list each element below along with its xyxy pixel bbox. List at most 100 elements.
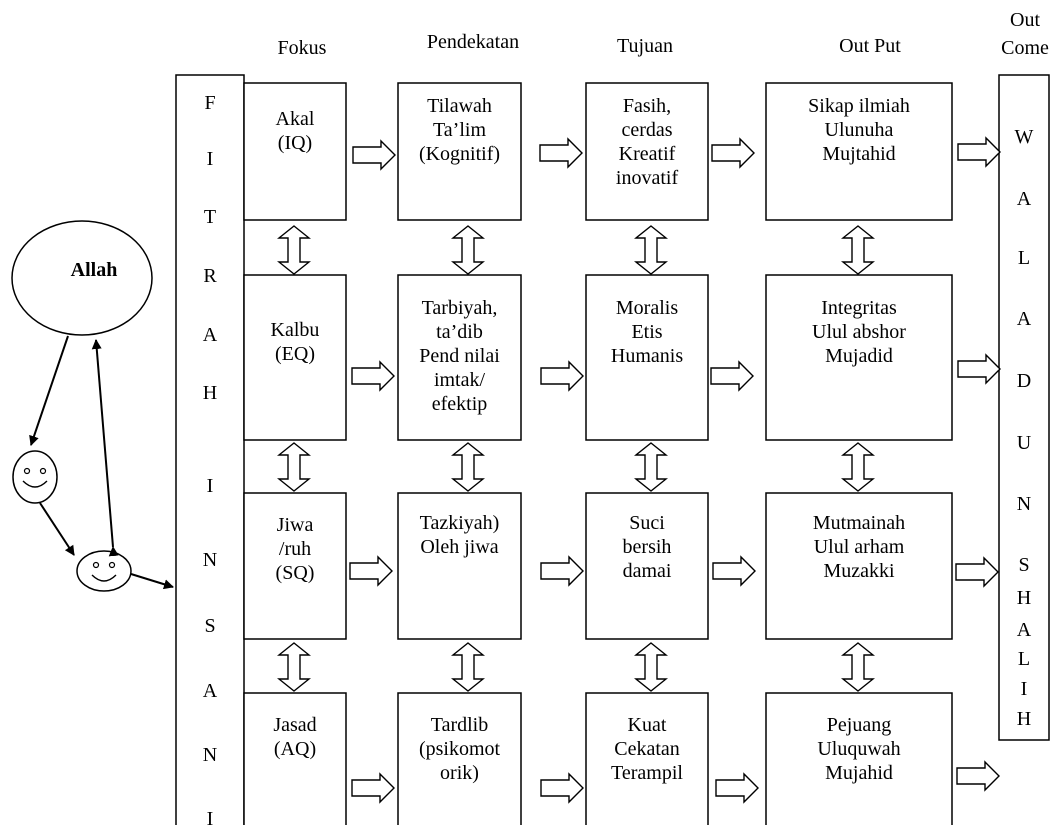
walad-letter: H: [1016, 708, 1032, 730]
box-pendekatan-row1: [397, 82, 522, 221]
box-pendekatan-row3-line: Oleh jiwa: [420, 536, 499, 558]
box-output-row4-line: Mujahid: [825, 762, 893, 784]
smiley-right-face: [76, 550, 132, 592]
box-output-row2: [765, 274, 953, 441]
box-tujuan-row2: [585, 274, 709, 441]
box-fokus-row3-line: Jiwa: [276, 514, 314, 536]
box-tujuan-row4-line: Cekatan: [614, 738, 680, 760]
header-outcome-line2: Come: [1001, 37, 1049, 59]
updown-arrow: [841, 225, 875, 275]
box-tujuan-row1-line: Kreatif: [618, 143, 676, 165]
box-pendekatan-row4-line: (psikomot: [418, 738, 501, 760]
box-fokus-row2-line: (EQ): [275, 343, 315, 365]
box-tujuan-row4: [585, 692, 709, 825]
walad-letter: A: [1016, 308, 1032, 330]
box-fokus-row2: [243, 274, 347, 441]
box-tujuan-row2-line: Etis: [631, 321, 663, 343]
right-arrow: [712, 555, 756, 587]
right-arrow: [540, 555, 584, 587]
walad-letter: I: [1020, 678, 1028, 700]
updown-arrow: [451, 225, 485, 275]
box-output-row1: [765, 82, 953, 221]
right-arrow: [351, 360, 395, 392]
right-arrow: [351, 772, 395, 804]
walad-letter: U: [1016, 432, 1032, 454]
right-arrow: [539, 137, 583, 169]
fitrah-letter: A: [202, 680, 218, 702]
smiley-right-mouth: [91, 574, 117, 582]
box-output-row4: [765, 692, 953, 825]
box-pendekatan-row1-line: Tilawah: [427, 95, 492, 117]
box-tujuan-row2-line: Moralis: [615, 297, 679, 319]
walad-letter: S: [1018, 554, 1030, 576]
header-tujuan: Tujuan: [617, 35, 673, 57]
allah-label: Allah: [70, 259, 118, 281]
box-fokus-row3-line: /ruh: [278, 538, 312, 560]
allah-ellipse: [11, 220, 153, 336]
smiley-right-eye-left: [92, 561, 100, 569]
box-tujuan-row1-line: inovatif: [615, 167, 679, 189]
box-pendekatan-row3-line: Tazkiyah): [419, 512, 500, 534]
updown-arrow: [841, 642, 875, 692]
box-pendekatan-row2-line: Pend nilai: [419, 345, 500, 367]
box-tujuan-row4-line: Kuat: [627, 714, 667, 736]
box-pendekatan-row4-line: orik): [440, 762, 479, 784]
right-arrow: [957, 136, 1001, 168]
box-pendekatan-row4: [397, 692, 522, 825]
header-outcome-line1: Out: [1010, 9, 1040, 31]
box-fokus-row4-line: Jasad: [273, 714, 317, 736]
right-arrow: [956, 760, 1000, 792]
box-fokus-row4-line: (AQ): [273, 738, 317, 760]
arrow-smiley-allah: [91, 339, 119, 557]
box-pendekatan-row3: [397, 492, 522, 640]
right-arrow: [710, 360, 754, 392]
fitrah-letter: I: [206, 148, 214, 170]
box-output-row1-line: Mujtahid: [822, 143, 896, 165]
updown-arrow: [634, 442, 668, 492]
fitrah-letter: H: [202, 382, 218, 404]
box-pendekatan-row2: [397, 274, 522, 441]
box-output-row1-line: Ulunuha: [824, 119, 894, 141]
updown-arrow: [277, 642, 311, 692]
box-output-row3-line: Mutmainah: [812, 512, 906, 534]
box-tujuan-row1-line: Fasih,: [622, 95, 672, 117]
box-output-row4-line: Uluquwah: [817, 738, 901, 760]
header-output: Out Put: [839, 35, 901, 57]
fitrah-letter: R: [203, 265, 217, 287]
right-arrow: [955, 556, 999, 588]
header-fokus: Fokus: [277, 37, 327, 59]
box-pendekatan-row2-line: efektip: [431, 393, 488, 415]
box-output-row3-line: Ulul arham: [813, 536, 905, 558]
box-fokus-row3-line: (SQ): [275, 562, 315, 584]
box-pendekatan-row1-line: Ta’lim: [432, 119, 487, 141]
box-tujuan-row1: [585, 82, 709, 221]
updown-arrow: [634, 225, 668, 275]
walad-column: [998, 74, 1050, 741]
box-tujuan-row3: [585, 492, 709, 640]
right-arrow: [957, 353, 1001, 385]
box-tujuan-row2-line: Humanis: [610, 345, 684, 367]
smiley-right-eye-right: [108, 561, 116, 569]
box-tujuan-row1-line: cerdas: [621, 119, 673, 141]
walad-letter: A: [1016, 188, 1032, 210]
fitrah-letter: A: [202, 324, 218, 346]
box-tujuan-row4-line: Terampil: [611, 762, 683, 784]
box-pendekatan-row2-line: ta’dib: [436, 321, 483, 343]
box-output-row2-line: Ulul abshor: [812, 321, 906, 343]
box-tujuan-row3-line: damai: [622, 560, 672, 582]
box-fokus-row1-line: (IQ): [277, 132, 313, 154]
walad-letter: H: [1016, 587, 1032, 609]
box-output-row2-line: Integritas: [821, 297, 897, 319]
arrow-smiley-to-smiley: [39, 502, 75, 556]
box-pendekatan-row4-line: Tardlib: [430, 714, 489, 736]
box-fokus-row4: [243, 692, 347, 825]
arrow-allah-to-smiley: [29, 335, 69, 446]
box-fokus-row1-line: Akal: [275, 108, 315, 130]
right-arrow: [349, 555, 393, 587]
walad-letter: L: [1017, 247, 1031, 269]
updown-arrow: [451, 642, 485, 692]
right-arrow: [715, 772, 759, 804]
fitrah-letter: S: [204, 615, 216, 637]
updown-arrow: [277, 442, 311, 492]
smiley-left-face: [12, 450, 58, 504]
